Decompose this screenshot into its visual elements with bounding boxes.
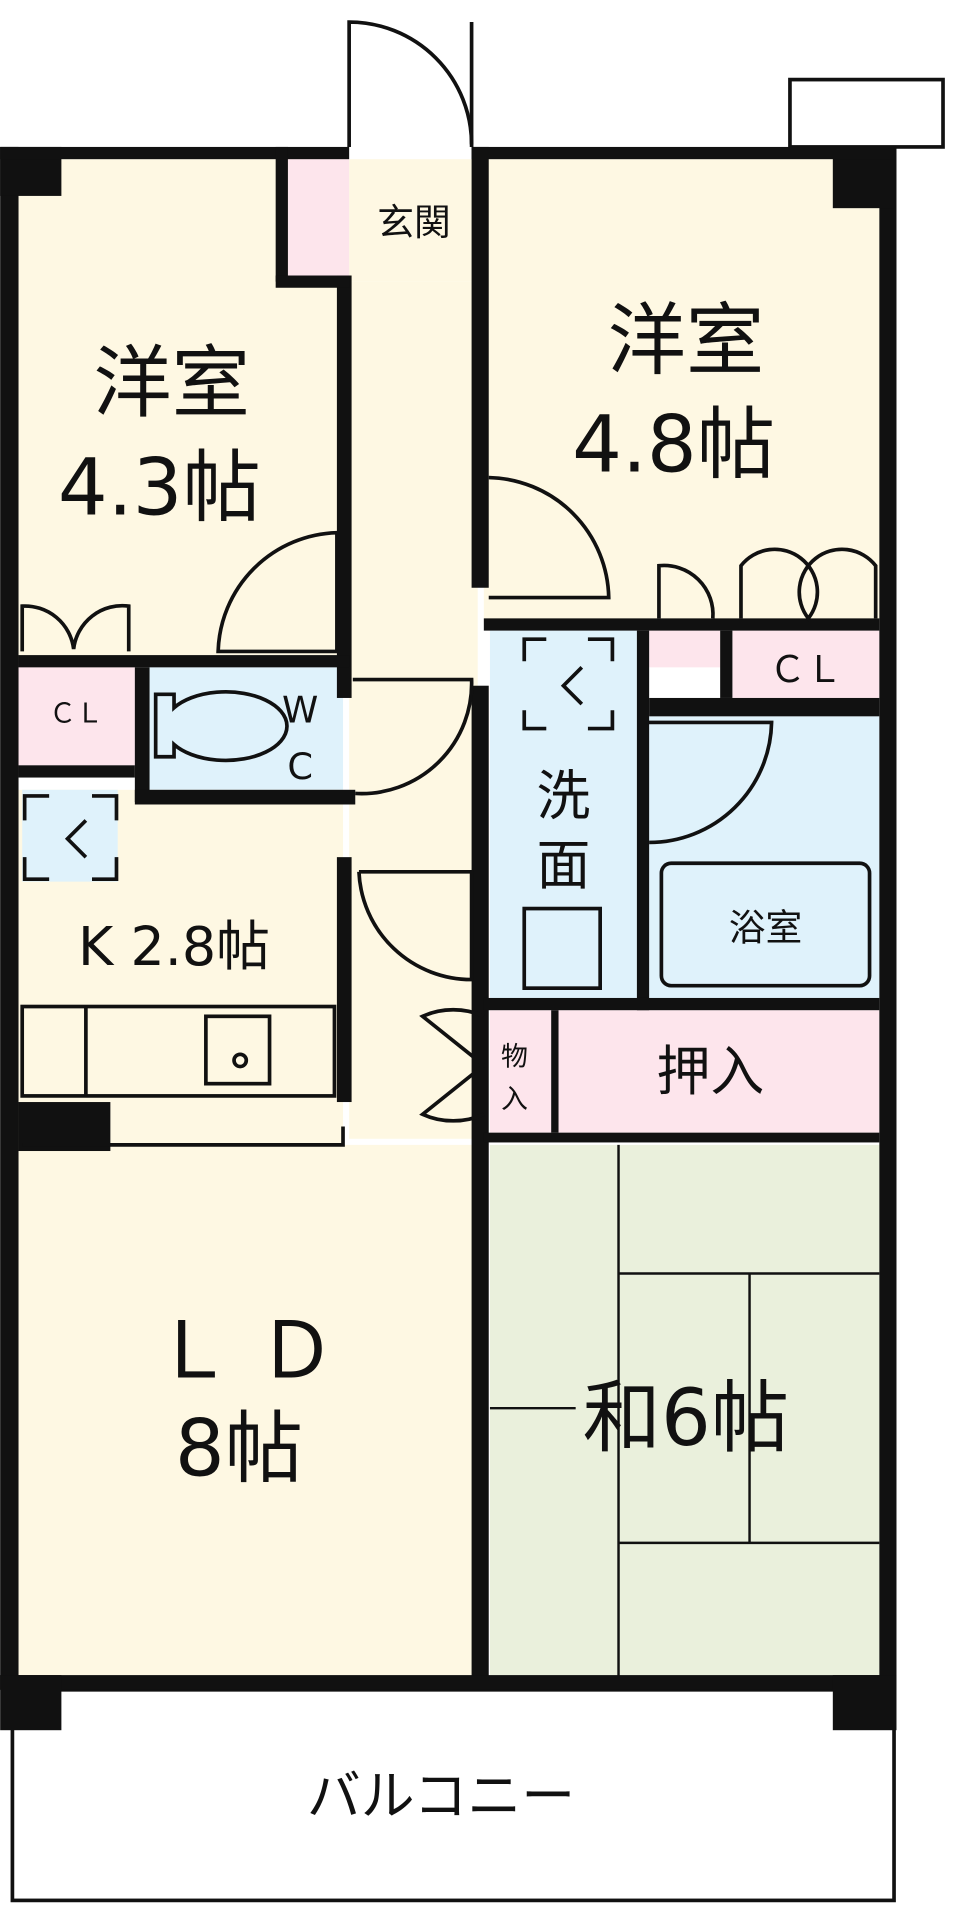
washroom-label-2: 面 — [536, 834, 590, 897]
wc-label-c: C — [287, 745, 313, 788]
living-dining — [18, 1144, 478, 1678]
closet-right — [732, 630, 880, 698]
oshiire-label: 押入 — [657, 1040, 765, 1103]
bath-label: 浴室 — [729, 906, 802, 949]
japanese-room — [489, 1144, 880, 1678]
door-swings — [20, 20, 878, 1147]
storage-label-1: 物 — [501, 1041, 528, 1072]
entrance-step — [287, 159, 350, 276]
tatami-lines — [489, 1144, 880, 1678]
room-western-1-size: 4.3帖 — [58, 442, 261, 533]
wc — [147, 667, 344, 790]
walls — [0, 146, 897, 1731]
kitchen-label: K 2.8帖 — [78, 915, 270, 978]
washroom — [489, 630, 637, 998]
ventilation-icon — [22, 637, 615, 882]
entrance-area — [349, 159, 478, 282]
wc-label-w: W — [282, 688, 318, 731]
balcony-label: バルコニー — [307, 1765, 575, 1828]
closet-left — [18, 661, 135, 766]
corridor — [349, 281, 478, 1139]
room-western-2-name: 洋室 — [608, 295, 765, 386]
living-size: 8帖 — [175, 1404, 303, 1495]
closet-right-label: ＣＬ — [769, 648, 842, 691]
room-western-2-size: 4.8帖 — [572, 399, 775, 490]
room-western-2 — [483, 159, 880, 625]
closet-left-label: ＣＬ — [49, 698, 103, 729]
japanese-room-label: 和6帖 — [583, 1373, 790, 1464]
washroom-label-1: 洗 — [536, 764, 590, 827]
storage — [489, 1010, 552, 1133]
storage-label-2: 入 — [501, 1084, 528, 1115]
closet-small — [649, 630, 721, 668]
balcony — [10, 1687, 896, 1903]
room-western-1-name: 洋室 — [93, 338, 250, 429]
entrance-label: 玄関 — [377, 201, 450, 244]
outdoor-unit-space — [788, 77, 945, 149]
oshiire — [557, 1010, 880, 1133]
living-name: Ｌ Ｄ — [154, 1306, 336, 1397]
